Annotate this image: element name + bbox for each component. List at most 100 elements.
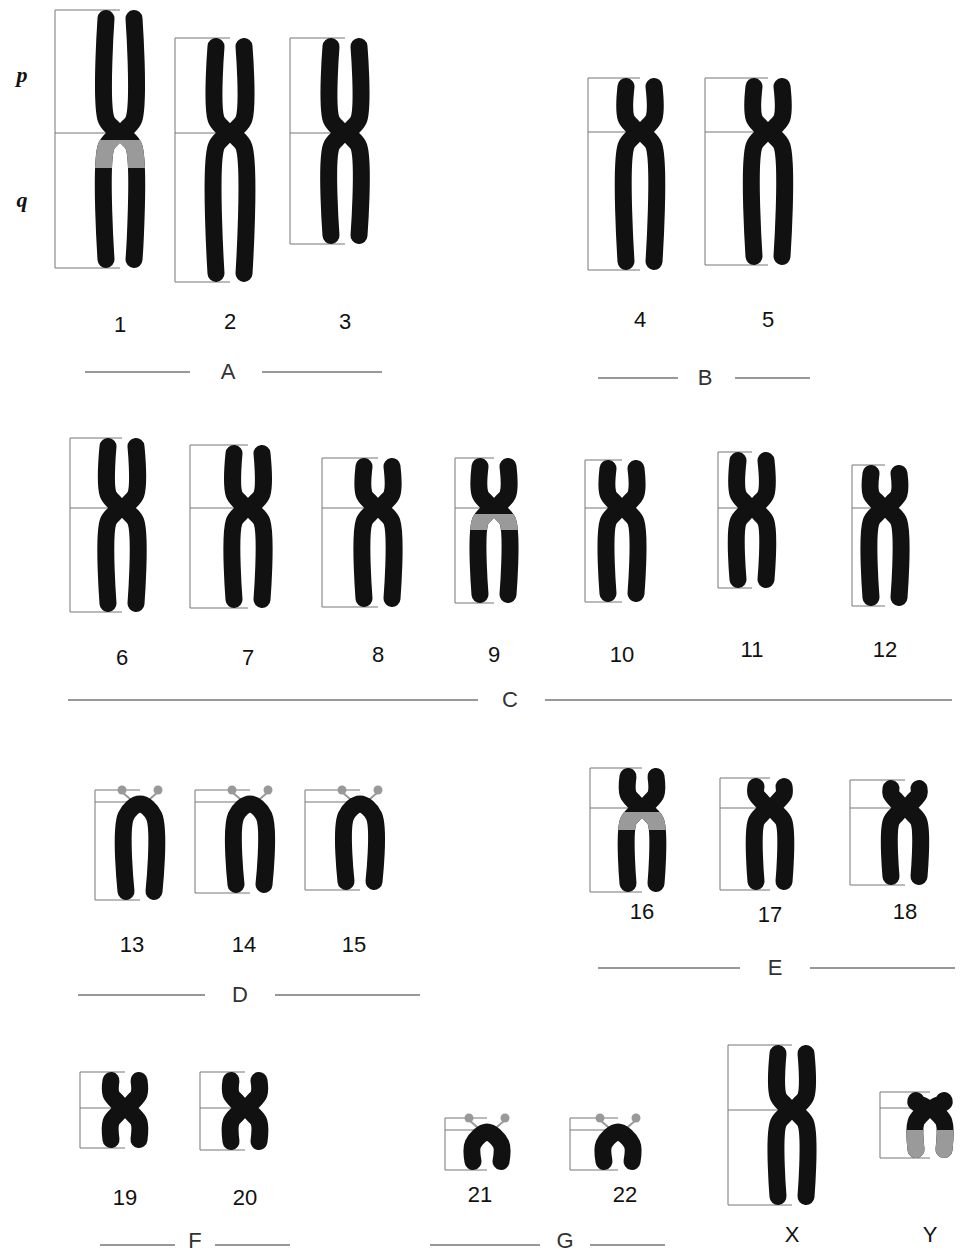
chromatid bbox=[774, 787, 786, 882]
scale-bracket bbox=[585, 460, 622, 602]
chromosome bbox=[338, 786, 383, 882]
bracket-tick bbox=[200, 1150, 245, 1151]
chromatid bbox=[603, 1132, 633, 1162]
chromosome bbox=[103, 19, 136, 260]
chromatid bbox=[472, 1132, 502, 1162]
chromosome-number: 22 bbox=[613, 1184, 637, 1206]
bracket-line bbox=[728, 1045, 729, 1205]
bracket-tick bbox=[585, 460, 622, 461]
chromatid bbox=[343, 804, 376, 882]
group-rule bbox=[598, 967, 740, 968]
group-rule bbox=[85, 371, 190, 372]
satellite bbox=[338, 786, 347, 795]
chromosome bbox=[596, 1114, 641, 1162]
chromosomes bbox=[103, 19, 945, 1197]
chromatid bbox=[234, 47, 247, 274]
bracket-line bbox=[590, 768, 591, 892]
chromosome-number: 14 bbox=[232, 934, 256, 956]
chromosome bbox=[626, 777, 658, 884]
chromosome bbox=[465, 1114, 510, 1162]
chromatid bbox=[909, 789, 921, 877]
heterochromatin-band bbox=[626, 812, 658, 830]
bracket-line bbox=[852, 465, 853, 606]
bracket-tick bbox=[455, 458, 494, 459]
bracket-tick bbox=[718, 588, 752, 589]
bracket-tick bbox=[80, 1148, 125, 1149]
chromatid bbox=[889, 474, 901, 598]
chromosome-number: 5 bbox=[762, 309, 774, 331]
chromatid bbox=[776, 1054, 788, 1197]
chromatid bbox=[934, 1101, 945, 1150]
bracket-line bbox=[585, 460, 586, 602]
chromosome-number: 2 bbox=[224, 311, 236, 333]
bracket-tick bbox=[728, 1205, 792, 1206]
bracket-tick bbox=[590, 768, 642, 769]
group-letter: G bbox=[554, 1230, 575, 1252]
bracket-tick bbox=[455, 603, 494, 604]
scale-bracket bbox=[728, 1045, 792, 1205]
scale-bracket bbox=[590, 768, 642, 892]
arm-label: p bbox=[17, 64, 28, 86]
chromosome bbox=[754, 787, 786, 882]
satellite bbox=[596, 1114, 605, 1123]
bracket-tick bbox=[305, 890, 360, 891]
chromatid bbox=[644, 87, 657, 262]
bracket-tick bbox=[588, 78, 640, 79]
chromosome-number: 19 bbox=[113, 1187, 137, 1209]
scale-bracket bbox=[190, 445, 248, 608]
bracket-tick bbox=[322, 607, 378, 608]
chromatid bbox=[796, 1054, 808, 1197]
group-rule bbox=[78, 994, 205, 995]
bracket-line bbox=[850, 780, 851, 885]
chromosome-number: X bbox=[785, 1224, 800, 1246]
chromatid bbox=[126, 447, 138, 604]
chromosome-number: 1 bbox=[114, 314, 126, 336]
bracket-line bbox=[570, 1118, 571, 1170]
satellite bbox=[228, 786, 237, 795]
chromosome-number: 21 bbox=[468, 1184, 492, 1206]
chromosome-number: 17 bbox=[758, 904, 782, 926]
group-rule bbox=[430, 1244, 540, 1245]
chromosome-number: 10 bbox=[610, 644, 634, 666]
bracket-tick bbox=[322, 458, 378, 459]
bracket-tick bbox=[290, 244, 345, 245]
bracket-line bbox=[80, 1072, 81, 1148]
bracket-line bbox=[455, 458, 456, 603]
bracket-line bbox=[200, 1072, 201, 1150]
scale-bracket bbox=[55, 10, 120, 268]
bracket-tick bbox=[80, 1072, 125, 1073]
chromatid bbox=[213, 47, 226, 274]
chromosome-number: 18 bbox=[893, 901, 917, 923]
chromosome bbox=[751, 87, 784, 257]
bracket-tick bbox=[880, 1092, 930, 1093]
scale-bracket bbox=[455, 458, 494, 603]
bracket-line bbox=[190, 445, 191, 608]
group-rule bbox=[810, 967, 955, 968]
chromosome-number: 6 bbox=[116, 647, 128, 669]
chromatid bbox=[232, 454, 244, 600]
group-rule bbox=[262, 371, 382, 372]
scale-bracket bbox=[70, 438, 122, 612]
band-segment bbox=[103, 140, 116, 168]
chromatid bbox=[626, 469, 638, 594]
chromosome bbox=[889, 789, 920, 877]
chromatid bbox=[103, 19, 116, 260]
satellite bbox=[632, 1114, 641, 1123]
bracket-tick bbox=[585, 602, 622, 603]
chromatid bbox=[129, 1081, 140, 1140]
scale-bracket bbox=[322, 458, 378, 607]
chromosome-number: 4 bbox=[634, 309, 646, 331]
group-letter: A bbox=[219, 361, 238, 383]
chromatid bbox=[606, 469, 618, 594]
bracket-line bbox=[95, 790, 96, 900]
group-rule bbox=[100, 1244, 175, 1245]
scale-bracket bbox=[718, 452, 752, 588]
bracket-line bbox=[55, 10, 56, 268]
chromatid bbox=[349, 47, 361, 236]
chromosome-number: Y bbox=[923, 1224, 938, 1246]
chromatid bbox=[123, 804, 157, 892]
scale-bracket bbox=[880, 1092, 930, 1158]
group-letter: D bbox=[230, 984, 250, 1006]
band-segment bbox=[478, 514, 490, 530]
bracket-tick bbox=[850, 780, 905, 781]
